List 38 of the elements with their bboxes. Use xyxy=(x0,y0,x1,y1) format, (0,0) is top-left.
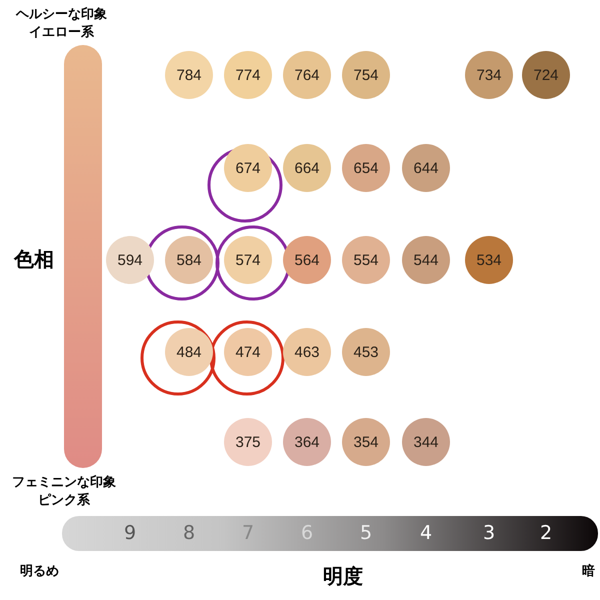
shade-swatch: 774 xyxy=(224,51,272,99)
axis-title: 明度 xyxy=(323,563,363,590)
scale-number: 3 xyxy=(483,522,496,544)
shade-swatch: 644 xyxy=(402,144,450,192)
shade-swatch: 484 xyxy=(165,328,213,376)
shade-swatch: 463 xyxy=(283,328,331,376)
shade-swatch: 453 xyxy=(342,328,390,376)
shade-swatch: 724 xyxy=(522,51,570,99)
scale-number: 9 xyxy=(124,522,136,544)
shade-swatch: 544 xyxy=(402,236,450,284)
axis-title: 色相 xyxy=(14,246,54,273)
shade-swatch: 754 xyxy=(342,51,390,99)
scale-end-label: 明るめ xyxy=(20,563,59,580)
hue-end-label: フェミニンな印象ピンク系 xyxy=(10,474,117,510)
shade-swatch: 534 xyxy=(465,236,513,284)
shade-swatch: 574 xyxy=(224,236,272,284)
scale-number: 5 xyxy=(360,522,372,544)
scale-end-label: 暗 xyxy=(582,562,595,580)
hue-scale-bar xyxy=(64,45,102,468)
shade-swatch: 564 xyxy=(283,236,331,284)
scale-number: 2 xyxy=(540,522,552,544)
shade-swatch: 354 xyxy=(342,418,390,466)
shade-swatch: 764 xyxy=(283,51,331,99)
shade-swatch: 654 xyxy=(342,144,390,192)
shade-swatch: 664 xyxy=(283,144,331,192)
shade-swatch: 734 xyxy=(465,51,513,99)
shade-swatch: 674 xyxy=(224,144,272,192)
shade-swatch: 364 xyxy=(283,418,331,466)
shade-swatch: 554 xyxy=(342,236,390,284)
shade-swatch: 474 xyxy=(224,328,272,376)
hue-end-label: ヘルシーな印象イエロー系 xyxy=(14,6,108,42)
shade-swatch: 594 xyxy=(106,236,154,284)
shade-swatch: 784 xyxy=(165,51,213,99)
shade-swatch: 584 xyxy=(165,236,213,284)
scale-number: 4 xyxy=(420,522,432,544)
shade-swatch: 344 xyxy=(402,418,450,466)
scale-number: 8 xyxy=(183,522,196,544)
shade-swatch: 375 xyxy=(224,418,272,466)
